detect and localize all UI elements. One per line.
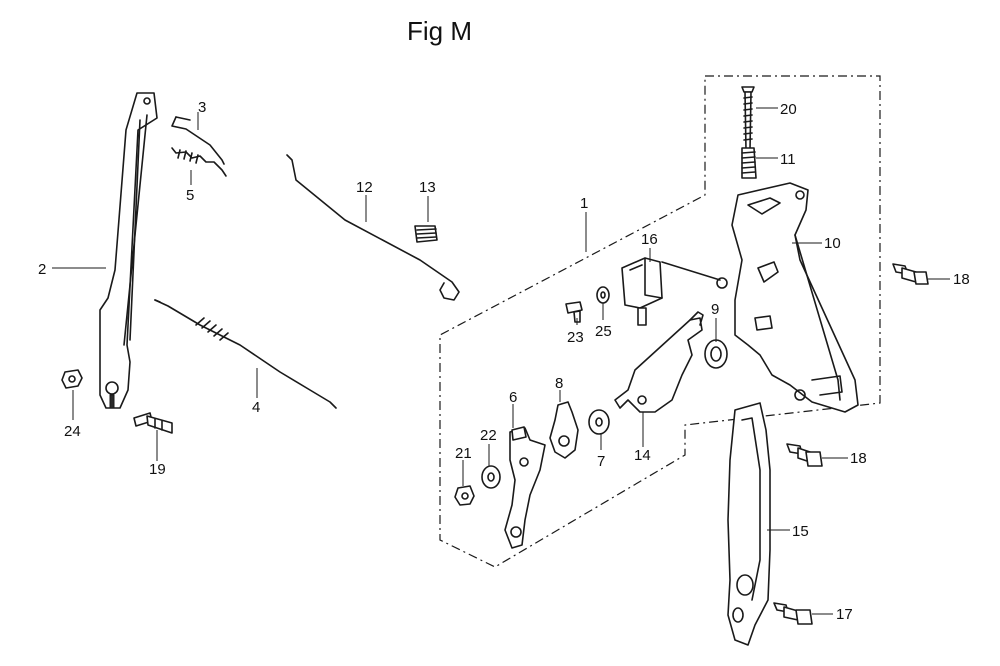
callout-14: 14 [634,447,651,464]
callout-15: 15 [792,523,809,540]
part-20-screw [741,86,755,151]
leader-lines [52,107,950,615]
part-14-plate [614,311,704,413]
callout-4: 4 [252,399,260,416]
part-4-spring-rod [154,299,337,409]
part-5-spring [171,147,227,177]
part-7-washer [588,409,610,435]
part-8-cam [549,401,579,459]
part-19-bolt [133,412,173,434]
part-3-link-rod [171,116,225,165]
callout-2: 2 [38,261,46,278]
callout-6: 6 [509,389,517,406]
part-24-nut [61,369,83,389]
part-18-bolt-upper [892,263,929,285]
part-9-bushing [704,339,728,369]
callout-22: 22 [480,427,497,444]
callout-13: 13 [419,179,436,196]
callout-10: 10 [824,235,841,252]
callout-24: 24 [64,423,81,440]
part-13-spring-coil [414,225,438,243]
part-11-spring [741,147,757,179]
callout-8: 8 [555,375,563,392]
assembly-frame [439,75,881,568]
part-22-washer [481,465,501,489]
callout-25: 25 [595,323,612,340]
callout-11: 11 [780,151,796,168]
callout-18-upper: 18 [953,271,970,288]
figure-title: Fig M [407,16,472,46]
callout-7: 7 [597,453,605,470]
part-12-wire-rod [286,154,460,301]
part-17-bolt [773,602,813,625]
part-15-long-plate [727,402,771,646]
callout-19: 19 [149,461,166,478]
callout-16: 16 [641,231,658,248]
callout-12: 12 [356,179,373,196]
callout-labels: 1 2 3 4 5 6 7 8 9 10 11 12 13 14 15 16 1… [38,99,970,623]
part-23-bolt [565,301,583,323]
callout-9: 9 [711,301,719,318]
part-6-lever [504,426,546,549]
callout-18-middle: 18 [850,450,867,467]
part-16-switch [621,257,728,326]
callout-17: 17 [836,606,853,623]
part-25-washer [596,286,610,304]
callout-5: 5 [186,187,194,204]
part-10-bracket [731,182,859,413]
callout-1: 1 [580,195,588,212]
part-18-bolt-middle [786,443,823,467]
part-21-nut [454,485,475,506]
callout-23: 23 [567,329,584,346]
callout-20: 20 [780,101,797,118]
callout-3: 3 [198,99,206,116]
callout-21: 21 [455,445,472,462]
part-2-lever-arm [99,92,158,409]
